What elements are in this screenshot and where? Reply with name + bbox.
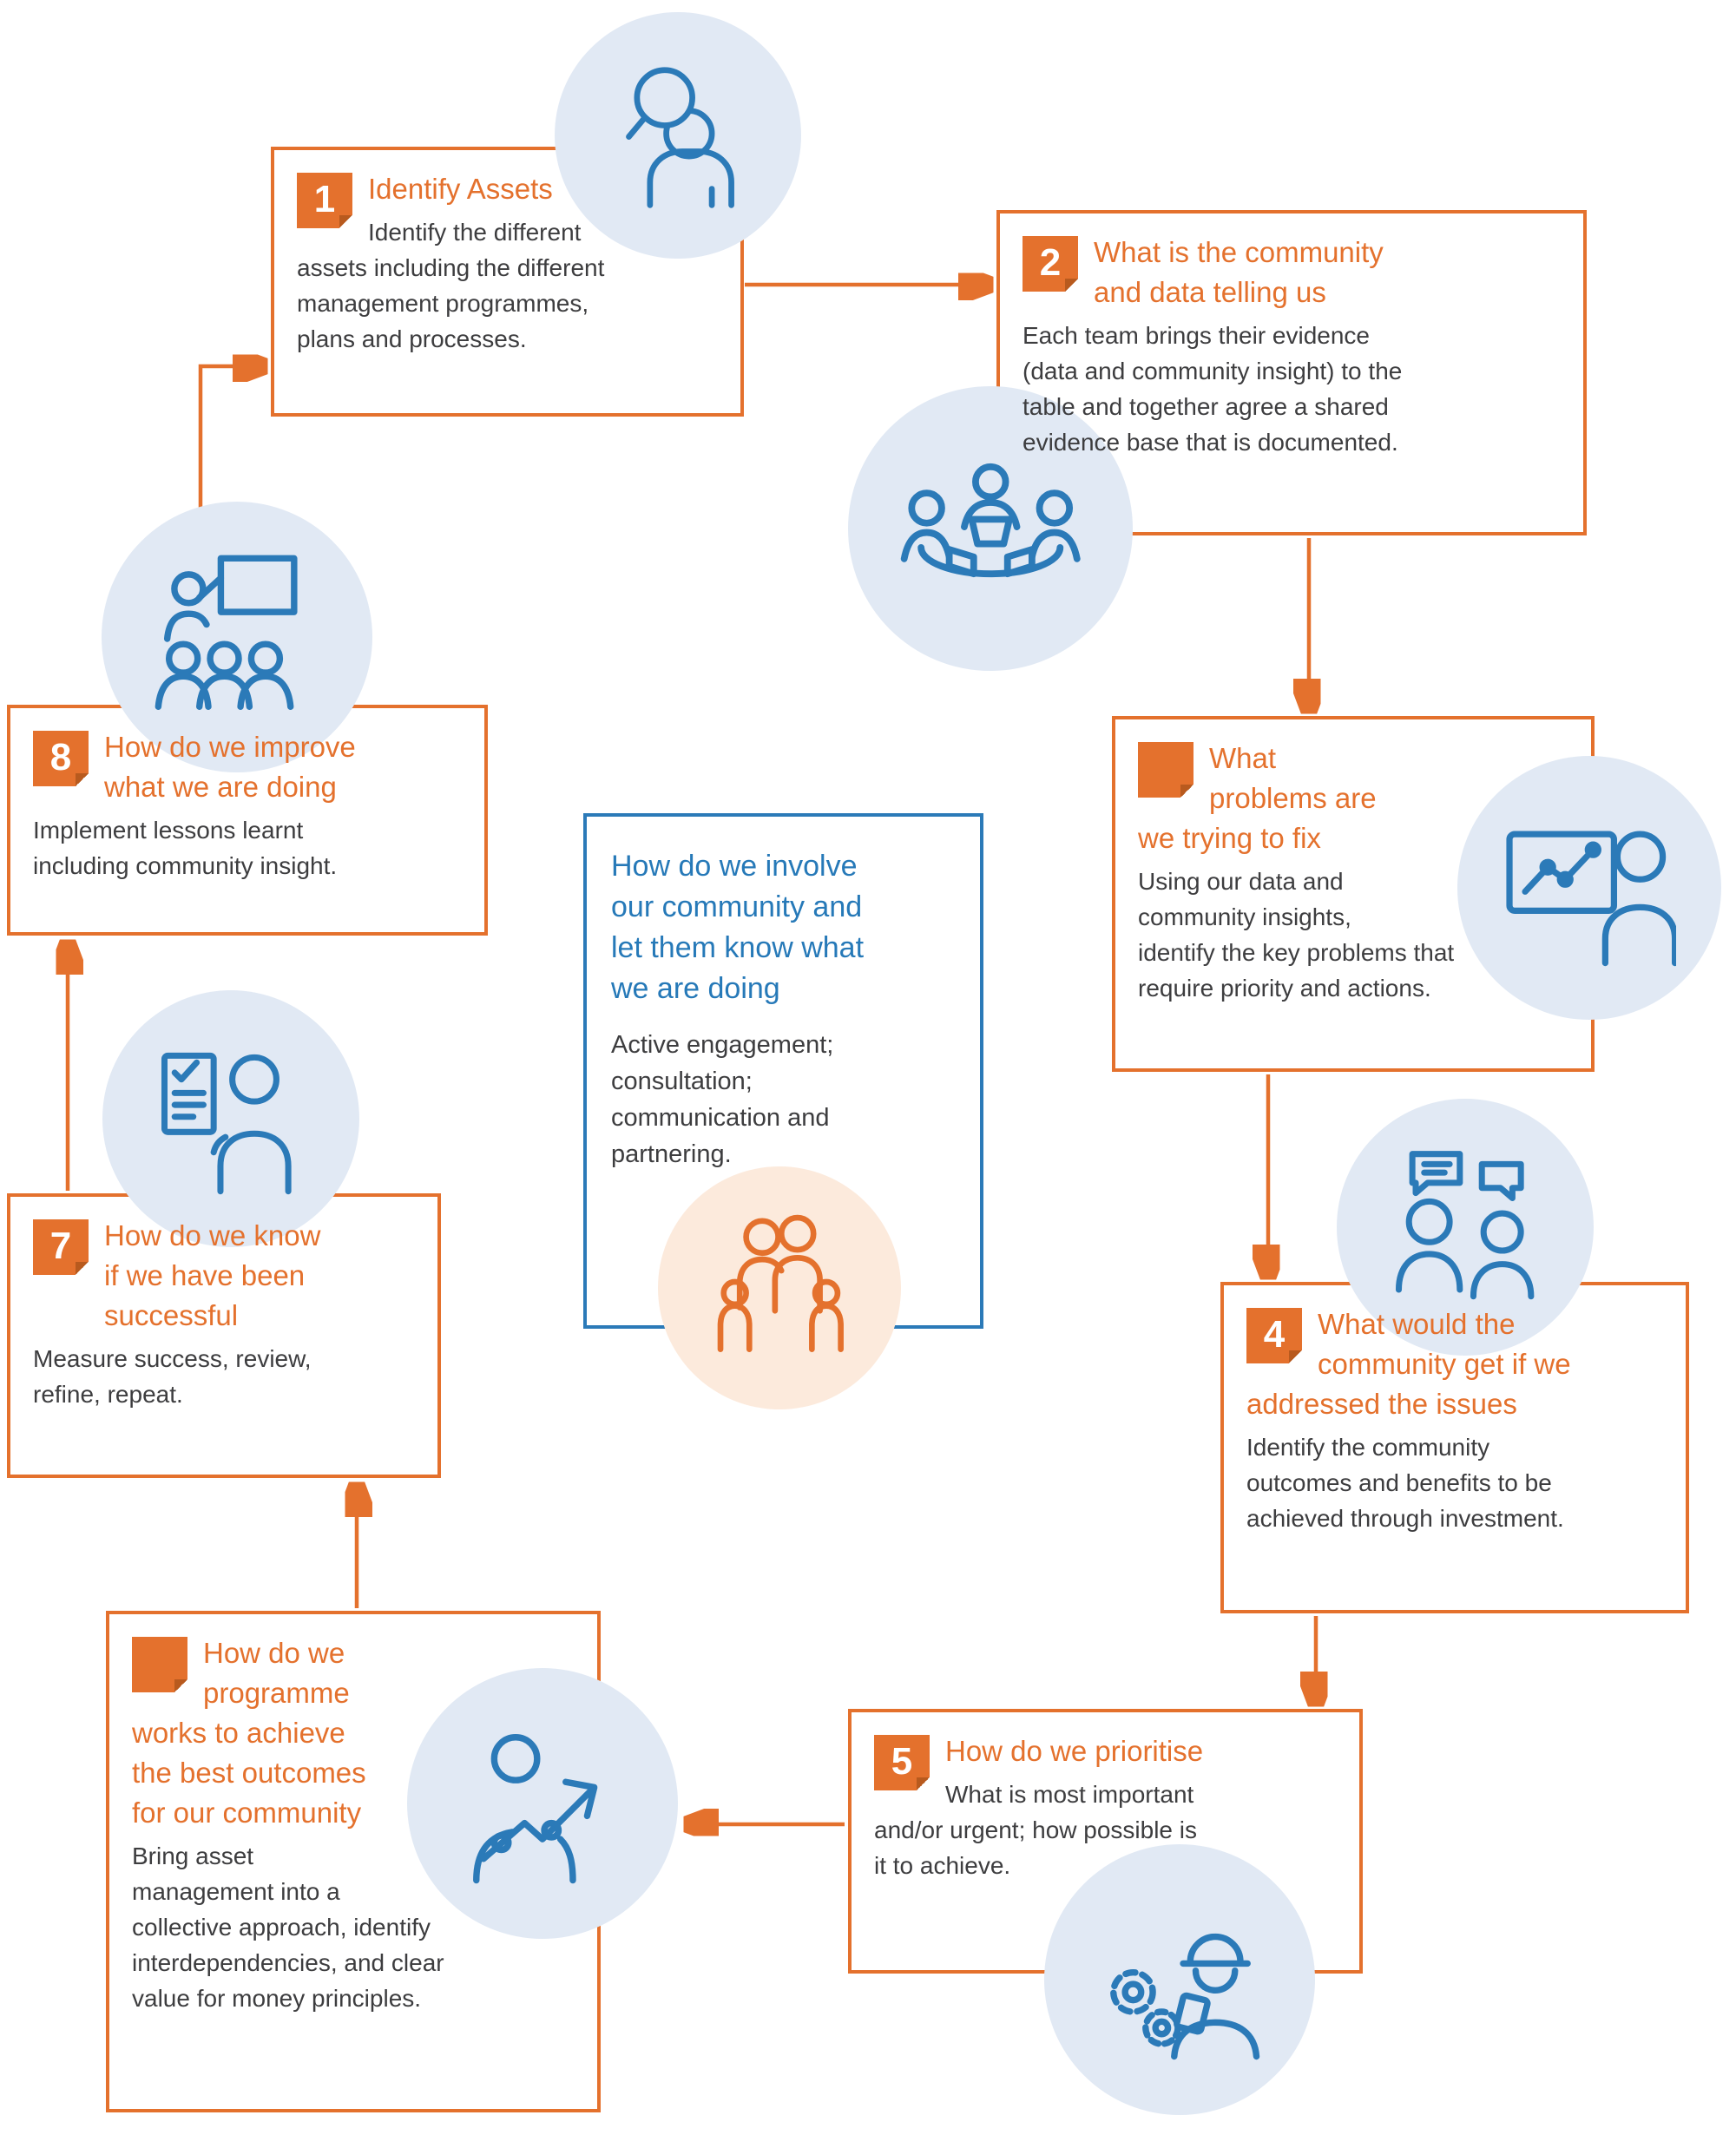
badge-fold	[917, 1777, 930, 1790]
badge-fold	[76, 773, 89, 786]
step-1-description: Identify the different assets including …	[297, 219, 605, 352]
step-6-description: Bring asset management into a collective…	[132, 1843, 444, 2012]
badge-fold	[76, 1262, 89, 1275]
presenter-graphic	[155, 555, 298, 711]
step-box-7: 7 How do we know if we have been successf…	[7, 1193, 441, 1478]
step-7-description: Measure success, review, refine, repeat.	[33, 1345, 312, 1408]
step-box-1: 1 Identify Assets Identify the different …	[271, 147, 744, 417]
growth-arrow-icon	[407, 1668, 678, 1939]
community-involvement-title: How do we involve our community and let …	[611, 850, 865, 1005]
step-3-number-badge	[1138, 742, 1194, 798]
step-6-title: How do we programme works to achieve the…	[132, 1637, 366, 1829]
badge-fold	[1065, 279, 1078, 292]
data-screen-icon	[1457, 756, 1721, 1020]
engineer-gears-icon	[1044, 1844, 1315, 2115]
step-box-8: 8 How do we improve what we are doing Imp…	[7, 705, 488, 936]
step-1-number-badge: 1	[297, 173, 352, 228]
community-involvement-description: Active engagement; consultation; communi…	[611, 1031, 834, 1168]
checklist-graphic	[161, 1053, 292, 1195]
data-screen-graphic	[1506, 831, 1677, 966]
conversation-icon	[1337, 1099, 1594, 1356]
conversation-graphic	[1396, 1151, 1535, 1300]
step-5-description: What is most important and/or urgent; ho…	[874, 1781, 1197, 1879]
team-meeting-icon	[848, 386, 1133, 671]
step-4-number-badge: 4	[1246, 1308, 1302, 1363]
step-8-description: Implement lessons learnt including commu…	[33, 817, 338, 879]
family-icon	[658, 1166, 901, 1409]
magnifier-person-icon	[555, 12, 801, 259]
step-5-number-badge: 5	[874, 1735, 930, 1790]
team-meeting-graphic	[900, 463, 1081, 577]
badge-fold	[1289, 1350, 1302, 1363]
step-4-description: Identify the community outcomes and bene…	[1246, 1434, 1564, 1532]
step-7-number-badge: 7	[33, 1219, 89, 1275]
step-8-title: How do we improve what we are doing	[104, 731, 356, 803]
step-box-3: What problems are we trying to fix Using…	[1112, 716, 1595, 1072]
step-1-title: Identify Assets	[368, 173, 553, 205]
step-2-number-badge: 2	[1023, 236, 1078, 292]
family-graphic	[717, 1214, 844, 1352]
badge-fold	[1180, 785, 1194, 798]
step-7-title: How do we know if we have been successfu…	[104, 1219, 321, 1331]
step-5-title: How do we prioritise	[945, 1735, 1204, 1767]
step-4-title: What would the community get if we addre…	[1246, 1308, 1571, 1420]
growth-arrow-graphic	[473, 1734, 598, 1884]
step-6-number-badge	[132, 1637, 187, 1692]
step-3-title: What problems are we trying to fix	[1138, 742, 1377, 854]
step-2-title: What is the community and data telling u…	[1094, 236, 1384, 308]
engineer-gears-graphic	[1110, 1933, 1260, 2060]
step-8-number-badge: 8	[33, 731, 89, 786]
step-3-description: Using our data and community insights, i…	[1138, 868, 1455, 1002]
step-2-description: Each team brings their evidence (data an…	[1023, 322, 1403, 456]
badge-fold	[174, 1679, 187, 1692]
badge-fold	[339, 215, 352, 228]
checklist-icon	[102, 990, 359, 1247]
step-box-6: How do we programme works to achieve the…	[106, 1611, 601, 2112]
magnifier-person-graphic	[626, 67, 735, 208]
